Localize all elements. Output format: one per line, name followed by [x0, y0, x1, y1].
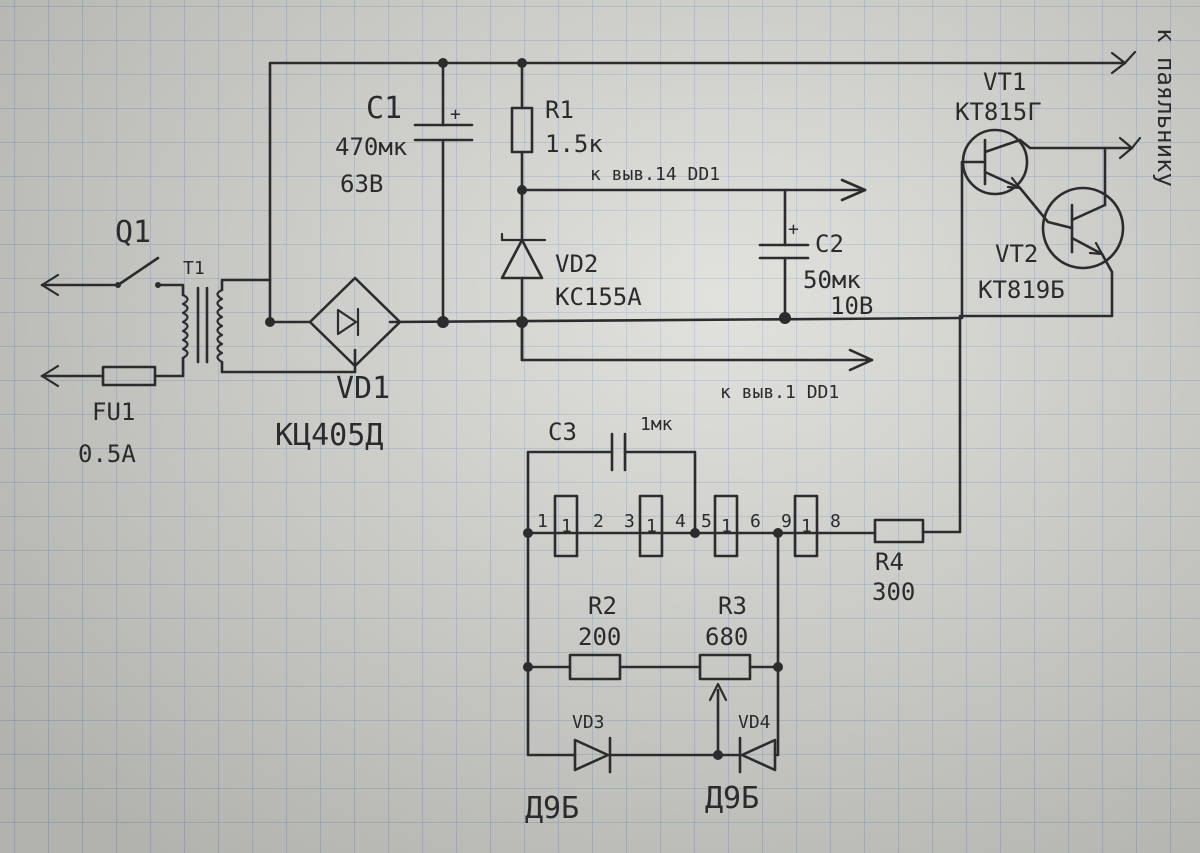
capacitor-c2 — [758, 188, 810, 320]
resistor-r1 — [510, 61, 534, 242]
r1-value-label: 1.5к — [545, 130, 603, 158]
capacitor-c1 — [413, 61, 474, 324]
vt1-label: VT1 — [983, 68, 1026, 96]
junction-dots — [265, 58, 791, 760]
pin-9-label: 9 — [781, 511, 792, 532]
gate4-symbol: 1 — [801, 516, 812, 537]
fu1-rating-label: 0.5A — [78, 440, 136, 468]
c3-value-label: 1мк — [640, 414, 673, 435]
t1-label: T1 — [183, 258, 205, 279]
c1-voltage-label: 63В — [340, 170, 383, 198]
vd1-label: VD1 — [336, 371, 390, 406]
diode-vd4 — [738, 736, 777, 774]
iron-terminal-arrow-top-tail — [1123, 50, 1137, 65]
to-pin14-label: к выв.14 DD1 — [590, 164, 720, 185]
r2-value-label: 200 — [578, 623, 621, 651]
vd2-part-label: КС155А — [555, 283, 642, 311]
inverter-gate-2 — [638, 494, 664, 558]
gate2-symbol: 1 — [646, 516, 657, 537]
vt1-part-label: КТ815Г — [955, 98, 1042, 126]
r2-label: R2 — [588, 592, 617, 620]
c2-value-label: 50мк — [803, 266, 861, 294]
vt2-part-label: КТ819Б — [978, 276, 1065, 304]
resistor-r3 — [698, 653, 752, 681]
r4-label: R4 — [875, 548, 904, 576]
vd4-part-label: Д9Б — [705, 781, 759, 816]
vt2-label: VT2 — [995, 240, 1038, 268]
to-iron-label: к паяльнику — [1152, 28, 1180, 187]
vd1-part-label: КЦ405Д — [275, 418, 383, 453]
gate3-symbol: 1 — [721, 516, 732, 537]
c2-plus: + — [788, 219, 799, 240]
to-pin1-label: к выв.1 DD1 — [720, 382, 839, 403]
q1-label: Q1 — [115, 215, 151, 250]
pin-2-label: 2 — [593, 511, 604, 532]
capacitor-c3 — [526, 432, 697, 535]
c2-voltage-label: 10В — [830, 292, 873, 320]
inverter-gate-3 — [713, 494, 739, 558]
diode-vd3 — [573, 736, 612, 774]
vd3-label: VD3 — [572, 712, 605, 733]
r3-value-label: 680 — [705, 623, 748, 651]
top-rail-wire — [268, 61, 1127, 324]
pin-6-label: 6 — [750, 511, 761, 532]
inverter-gate-1 — [553, 494, 579, 558]
diode-bridge-vd1 — [268, 276, 402, 368]
transistor-vt1 — [960, 128, 1029, 196]
vd2-label: VD2 — [555, 250, 598, 278]
transformer-t1 — [153, 278, 357, 378]
fu1-label: FU1 — [92, 398, 135, 426]
resistor-r2 — [568, 653, 622, 681]
resistor-r4 — [873, 316, 962, 544]
r4-value-label: 300 — [872, 578, 915, 606]
r1-label: R1 — [545, 96, 574, 124]
arrow-to-pin1 — [520, 320, 874, 372]
gate1-symbol: 1 — [561, 516, 572, 537]
vd3-part-label: Д9Б — [525, 791, 579, 826]
pin-8-label: 8 — [830, 511, 841, 532]
zener-vd2 — [500, 232, 547, 362]
transistor-vt2 — [1041, 186, 1125, 270]
arrow-to-pin14 — [520, 178, 867, 202]
c1-value-label: 470мк — [335, 133, 408, 161]
fuse-fu1 — [40, 364, 157, 388]
c1-label: C1 — [366, 91, 402, 126]
pin-3-label: 3 — [624, 511, 635, 532]
switch-q1 — [40, 256, 185, 297]
c1-plus: + — [450, 104, 461, 125]
inverter-gate-4 — [793, 494, 819, 558]
c2-label: C2 — [815, 230, 844, 258]
vd4-label: VD4 — [738, 712, 771, 733]
pin-4-label: 4 — [675, 511, 686, 532]
pin-1-label: 1 — [537, 511, 548, 532]
ground-rail-wire — [388, 316, 962, 324]
r3-label: R3 — [718, 592, 747, 620]
pin-5-label: 5 — [701, 511, 712, 532]
darlington-wiring — [958, 136, 1142, 320]
c3-label: C3 — [548, 418, 577, 446]
